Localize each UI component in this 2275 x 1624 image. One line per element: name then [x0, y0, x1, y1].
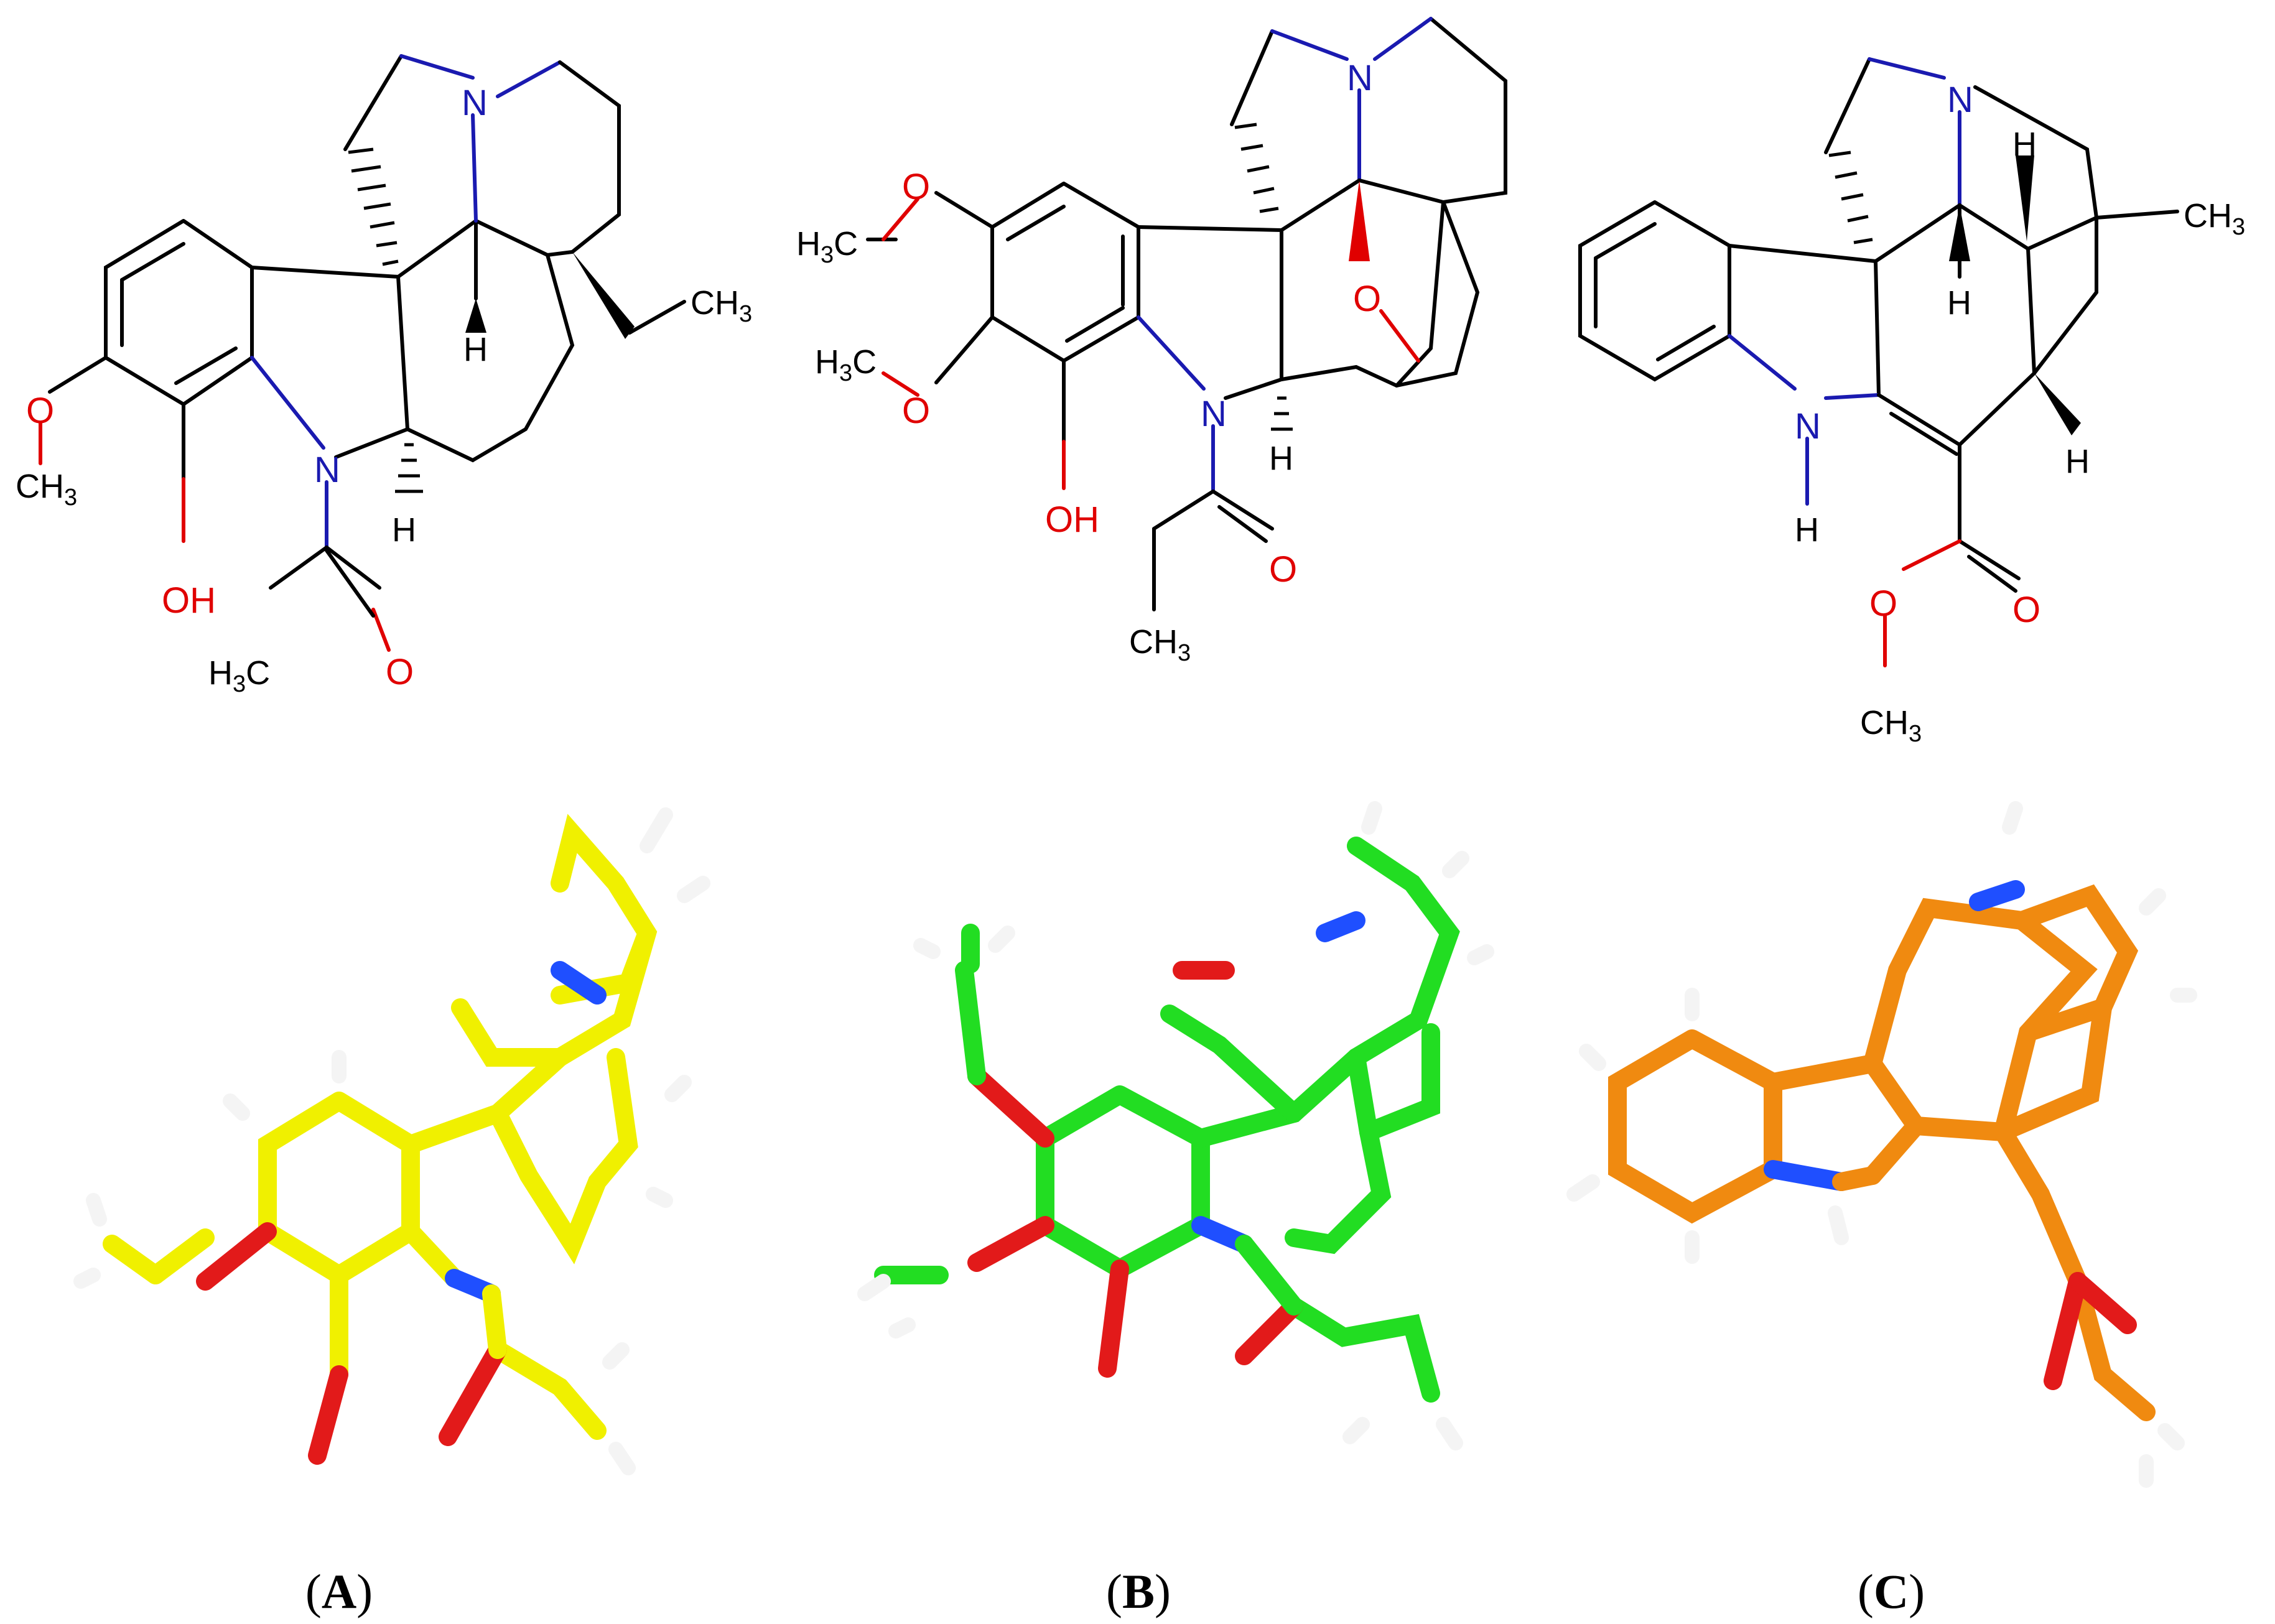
- atom-label: CH3: [1129, 623, 1191, 666]
- atom-label: H: [392, 511, 416, 549]
- panel-c-2d-structure: N N H H H H CH3 O O CH3: [1578, 57, 2245, 747]
- atom-label: CH3: [16, 468, 77, 511]
- atom-label: N: [1201, 394, 1227, 434]
- atom-label: CH3: [691, 284, 752, 327]
- atom-label: H: [1947, 284, 1971, 322]
- atom-label: CH3: [1860, 704, 1922, 747]
- panel-label-b: (B): [1106, 1564, 1171, 1618]
- atom-label: CH3: [2184, 197, 2245, 240]
- atom-label: H: [2065, 443, 2090, 480]
- panel-a-2d-structure: N N H H CH3 O CH3 OH H3C O: [16, 54, 752, 697]
- atom-label: H3C: [815, 343, 877, 386]
- atom-label: O: [2012, 590, 2040, 630]
- panel-a-3d-model: [73, 807, 710, 1475]
- atom-label: N: [314, 450, 340, 490]
- panel-c-3d-model: [1566, 801, 2197, 1488]
- hashed-bond: [348, 147, 399, 266]
- atom-label: OH: [1045, 499, 1099, 540]
- atom-label: O: [386, 652, 414, 692]
- atom-label: H: [2012, 126, 2037, 163]
- panel-b-3d-model: [857, 801, 1494, 1450]
- atom-label: H3C: [796, 225, 858, 268]
- atom-label: H: [1269, 440, 1293, 477]
- atom-label: N: [1795, 406, 1821, 447]
- atom-label: O: [902, 167, 930, 207]
- atom-label: H: [1795, 511, 1819, 549]
- panel-label-c: (C): [1858, 1564, 1925, 1618]
- atom-label: O: [902, 391, 930, 431]
- atom-label: O: [26, 391, 54, 431]
- atom-label: O: [1269, 549, 1297, 590]
- panel-label-a: (A): [305, 1564, 373, 1618]
- atom-label: H: [463, 331, 488, 368]
- atom-label: N: [1347, 58, 1373, 98]
- atom-label: H3C: [208, 654, 270, 697]
- atom-label: O: [1869, 583, 1897, 624]
- atom-label: OH: [162, 580, 216, 621]
- panel-b-2d-structure: N N O H H3C O H3C O OH O CH3: [796, 17, 1507, 666]
- atom-label: O: [1353, 279, 1381, 319]
- atom-label: N: [1947, 80, 1973, 120]
- atom-label: N: [462, 83, 488, 123]
